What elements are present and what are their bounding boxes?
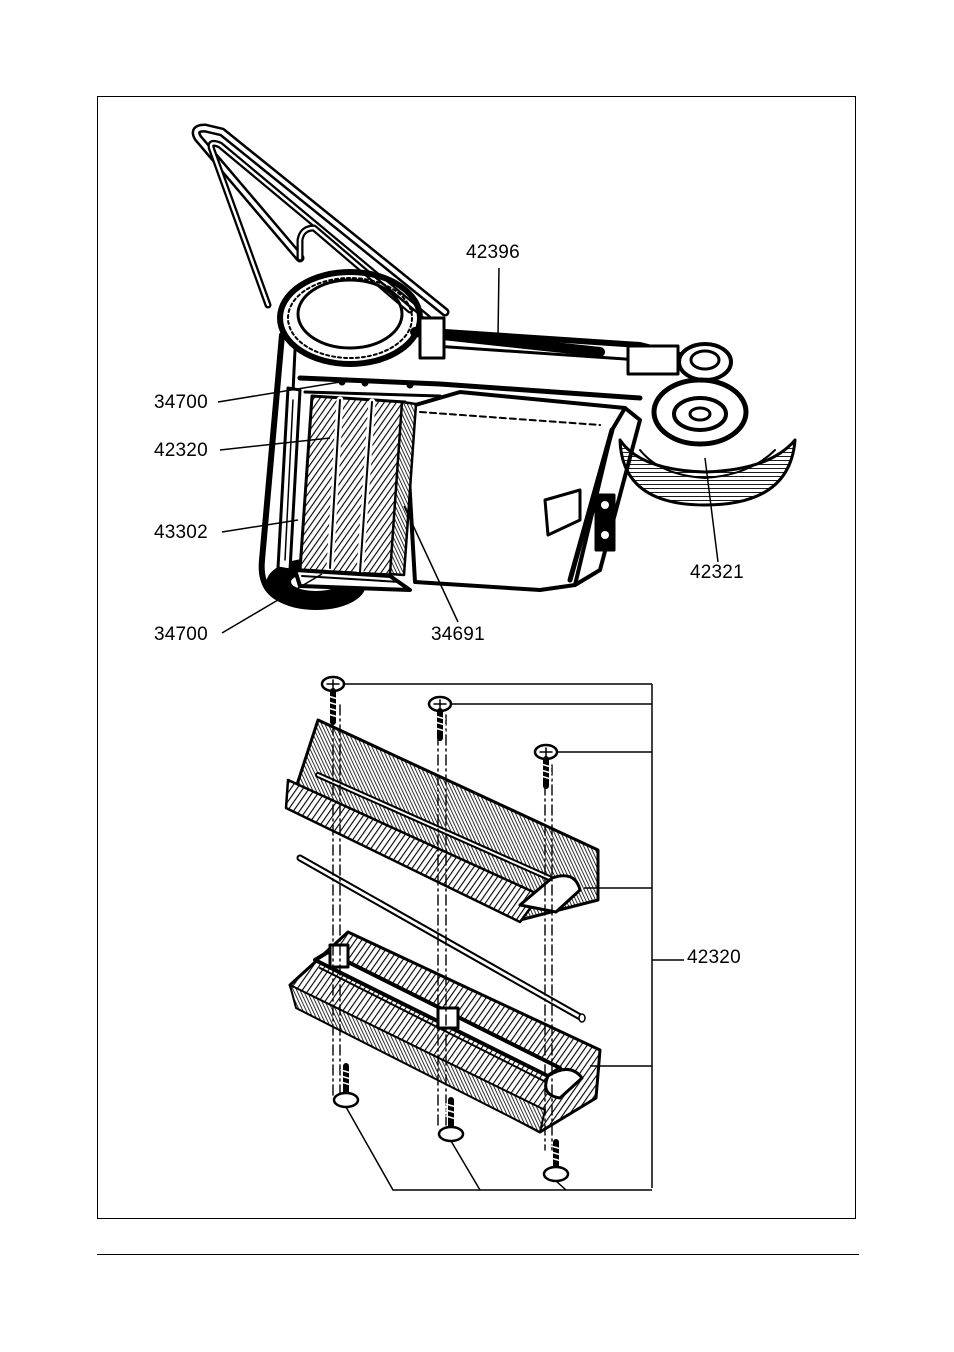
brush-assembly-illustration bbox=[286, 677, 600, 1181]
callout-42321: 42321 bbox=[690, 562, 744, 584]
callout-34691: 34691 bbox=[431, 624, 485, 646]
callout-42320-assembly: 42320 bbox=[687, 947, 741, 969]
sweeper-illustration bbox=[196, 128, 795, 606]
callout-34700-top: 34700 bbox=[154, 392, 208, 414]
callout-42396: 42396 bbox=[466, 242, 520, 264]
footer-rule bbox=[97, 1254, 859, 1255]
callout-34700-bottom: 34700 bbox=[154, 624, 208, 646]
callout-42320-brush: 42320 bbox=[154, 440, 208, 462]
callout-43302: 43302 bbox=[154, 522, 208, 544]
